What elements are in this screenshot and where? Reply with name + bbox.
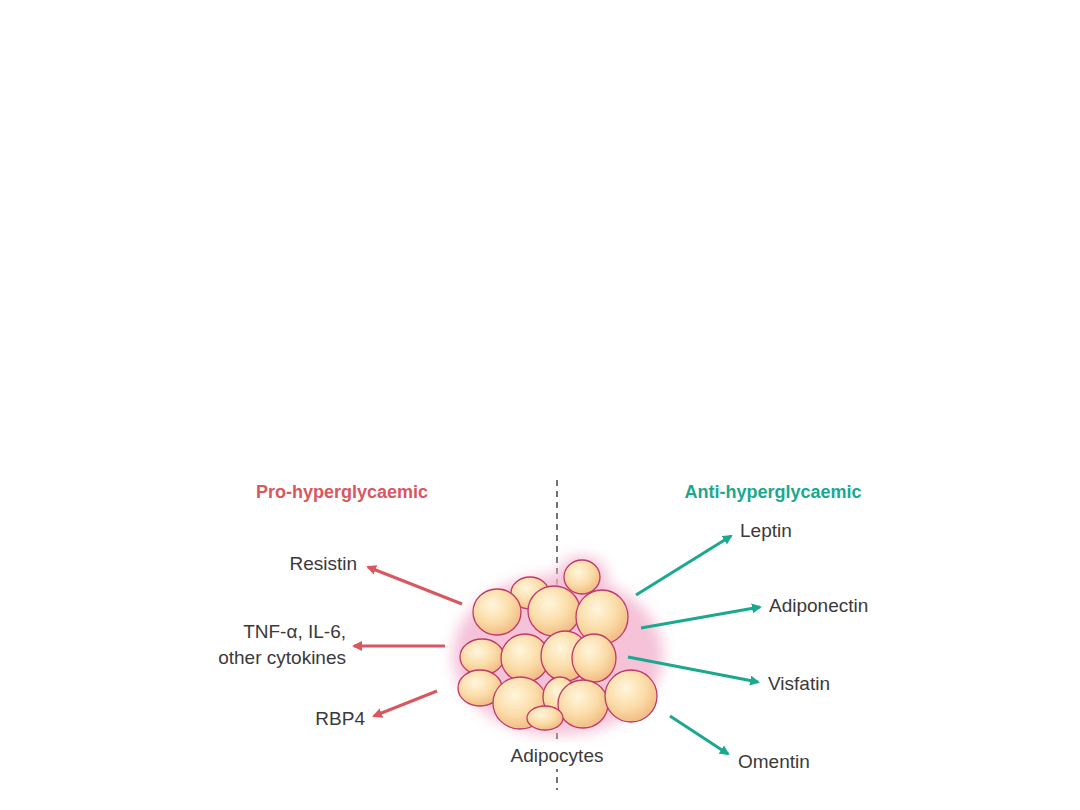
cell-halo	[453, 556, 663, 735]
pro-arrows	[354, 567, 462, 716]
group-heading: Anti-hyperglycaemic	[684, 480, 861, 504]
adipokine-label: Leptin	[740, 518, 792, 544]
adipokine-label: Adiponectin	[769, 593, 868, 619]
group-heading: Pro-hyperglycaemic	[256, 480, 428, 504]
adipocyte-cells	[458, 560, 657, 730]
adipokine-label: RBP4	[315, 706, 365, 732]
adipokine-label: Omentin	[738, 749, 810, 775]
adipokine-label: TNF-α, IL-6, other cytokines	[206, 619, 346, 670]
adipokine-label: Visfatin	[768, 671, 830, 697]
cell-label: Adipocytes	[508, 743, 607, 769]
adipokine-label: Resistin	[289, 551, 357, 577]
anti-arrows	[628, 536, 760, 754]
